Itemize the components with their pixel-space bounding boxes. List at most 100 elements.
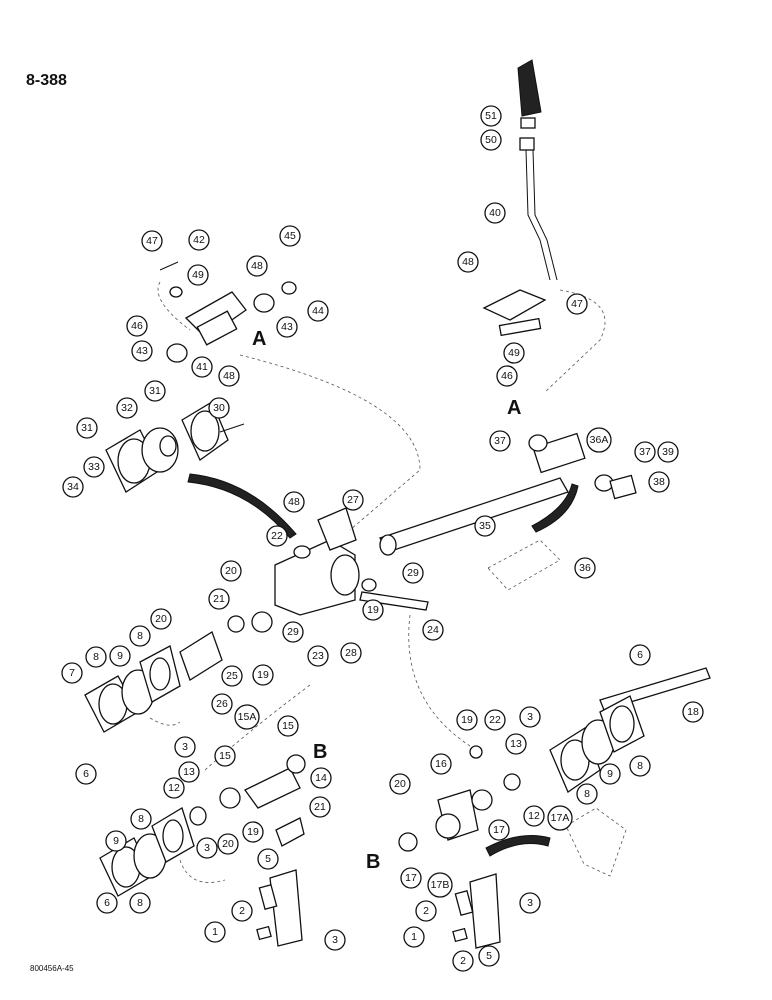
callout-label: 20	[225, 565, 237, 577]
callout-47b: 47	[141, 230, 163, 252]
callout-31a: 31	[76, 417, 98, 439]
callout-label: 8	[93, 651, 99, 663]
callout-label: 36	[579, 562, 591, 574]
callout-8c: 8	[130, 808, 152, 830]
callout-label: 41	[196, 361, 208, 373]
callout-41: 41	[191, 356, 213, 378]
callout-20c: 20	[217, 833, 239, 855]
callout-label: 12	[528, 810, 540, 822]
callout-label: 39	[662, 446, 674, 458]
center-housing	[274, 507, 377, 616]
marker-b-right: B	[366, 851, 380, 873]
callout-42: 42	[188, 229, 210, 251]
callout-label: 19	[247, 826, 259, 838]
callout-43b: 43	[131, 340, 153, 362]
callout-label: 17	[493, 824, 505, 836]
callout-36: 36	[574, 557, 596, 579]
callout-17a: 17	[488, 819, 510, 841]
callout-label: 5	[265, 853, 271, 865]
callout-label: 19	[461, 714, 473, 726]
callout-label: 6	[83, 768, 89, 780]
callout-12b: 12	[523, 805, 545, 827]
callout-label: 32	[121, 402, 133, 414]
callout-29b: 29	[282, 621, 304, 643]
linkage-lines	[149, 281, 606, 883]
callout-49a: 49	[503, 342, 525, 364]
detail-36	[487, 539, 561, 591]
callout-20b: 20	[150, 608, 172, 630]
callout-28: 28	[340, 642, 362, 664]
shaft-35	[379, 432, 586, 556]
callout-29a: 29	[402, 562, 424, 584]
callout-label: 43	[281, 321, 293, 333]
callout-23: 23	[307, 645, 329, 667]
callout-label: 24	[427, 624, 439, 636]
callout-44: 44	[307, 300, 329, 322]
callout-3d: 3	[519, 706, 541, 728]
callout-36A: 36A	[586, 427, 612, 453]
callout-label: 28	[345, 647, 357, 659]
callout-label: 20	[394, 778, 406, 790]
callout-label: 21	[314, 801, 326, 813]
callout-17A: 17A	[547, 805, 573, 831]
callout-3c: 3	[324, 929, 346, 951]
callout-5a: 5	[257, 848, 279, 870]
callout-label: 17A	[551, 812, 570, 824]
callout-label: 37	[494, 435, 506, 447]
callout-label: 19	[367, 604, 379, 616]
callout-label: 3	[204, 842, 210, 854]
callout-24: 24	[422, 619, 444, 641]
callout-6c: 6	[629, 644, 651, 666]
callout-40: 40	[484, 202, 506, 224]
callout-3a: 3	[174, 736, 196, 758]
callout-label: 38	[653, 476, 665, 488]
callout-19c: 19	[242, 821, 264, 843]
pin-24	[359, 591, 429, 611]
callout-30: 30	[208, 397, 230, 419]
callout-47a: 47	[566, 293, 588, 315]
callout-label: 12	[168, 782, 180, 794]
callout-20a: 20	[220, 560, 242, 582]
callout-label: 9	[113, 835, 119, 847]
callout-17B: 17B	[427, 872, 453, 898]
callout-label: 2	[239, 905, 245, 917]
callout-label: 48	[251, 260, 263, 272]
callout-label: 15	[219, 750, 231, 762]
callout-50: 50	[480, 129, 502, 151]
callout-8f: 8	[576, 783, 598, 805]
callout-label: 44	[312, 305, 324, 317]
callout-9a: 9	[109, 645, 131, 667]
callout-21b: 21	[309, 796, 331, 818]
callout-46a: 46	[496, 365, 518, 387]
callout-32: 32	[116, 397, 138, 419]
callout-8e: 8	[629, 755, 651, 777]
callout-label: 1	[411, 931, 417, 943]
callout-19d: 19	[456, 709, 478, 731]
callout-43a: 43	[276, 316, 298, 338]
callout-18: 18	[682, 701, 704, 723]
callout-1b: 1	[403, 926, 425, 948]
callout-15a: 15	[277, 715, 299, 737]
detail-17A	[565, 807, 627, 877]
callout-label: 33	[88, 461, 100, 473]
callout-label: 8	[584, 788, 590, 800]
callout-48a: 48	[457, 251, 479, 273]
callout-17b: 17	[400, 867, 422, 889]
callout-label: 30	[213, 402, 225, 414]
callout-31b: 31	[144, 380, 166, 402]
callout-label: 34	[67, 481, 79, 493]
callout-8a: 8	[129, 625, 151, 647]
callout-15A: 15A	[234, 704, 260, 730]
callout-35: 35	[474, 515, 496, 537]
callout-label: 2	[423, 905, 429, 917]
callout-15b: 15	[214, 745, 236, 767]
callout-label: 16	[435, 758, 447, 770]
callout-label: 15	[282, 720, 294, 732]
callout-39: 39	[657, 441, 679, 463]
callout-48d: 48	[283, 491, 305, 513]
callout-label: 17B	[431, 879, 450, 891]
callout-48b: 48	[246, 255, 268, 277]
callout-label: 49	[192, 269, 204, 281]
callout-label: 2	[460, 955, 466, 967]
